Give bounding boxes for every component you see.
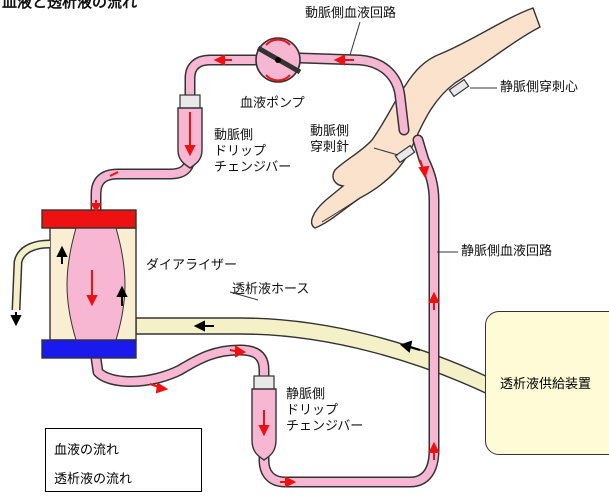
legend-blood-flow: 血液の流れ — [54, 443, 120, 458]
blood-flow-arrows — [86, 54, 440, 488]
label-artery-line: 動脈側血液回路 — [305, 6, 397, 21]
dialysate-flow-arrows — [10, 245, 421, 353]
legend: 血液の流れ 透析液の流れ — [45, 428, 202, 492]
label-supply-device: 透析液供給装置 — [500, 377, 592, 392]
blood-pump — [255, 37, 302, 83]
label-vein-puncture: 静脈側穿刺心 — [500, 80, 579, 95]
label-vein-drip-line3: チェンジバー — [286, 419, 364, 434]
label-artery-puncture: 動脈側 穿刺針 — [310, 124, 349, 156]
leader-lines — [229, 21, 497, 301]
dialyzer — [11, 209, 137, 359]
label-dialysate-hose: 透析液ホース — [232, 282, 310, 297]
needles — [394, 78, 470, 164]
label-artery-drip-line1: 動脈側 — [214, 128, 254, 143]
label-vein-line: 静脈側血液回路 — [461, 244, 553, 259]
label-dialyzer: ダイアライザー — [146, 258, 238, 273]
diagram-title: 血液と透析液の流れ — [2, 0, 138, 11]
label-vein-drip-line1: 静脈側 — [286, 387, 326, 402]
label-vein-drip: 静脈側 ドリップ チェンジバー — [286, 387, 363, 435]
label-artery-puncture-line1: 動脈側 — [310, 124, 350, 139]
label-artery-drip-line2: ドリップ — [214, 144, 267, 159]
label-vein-drip-line2: ドリップ — [286, 403, 339, 418]
blood-tubing — [90, 52, 440, 488]
label-artery-drip: 動脈側 ドリップ チェンジバー — [214, 128, 291, 176]
dialysate-supply-device: 透析液供給装置 — [485, 311, 609, 455]
arm-illustration — [311, 7, 541, 229]
label-blood-pump: 血液ポンプ — [240, 96, 305, 111]
label-artery-puncture-line2: 穿刺針 — [310, 140, 350, 155]
label-artery-drip-line3: チェンジバー — [214, 160, 292, 175]
legend-dialysate-flow: 透析液の流れ — [54, 472, 133, 487]
